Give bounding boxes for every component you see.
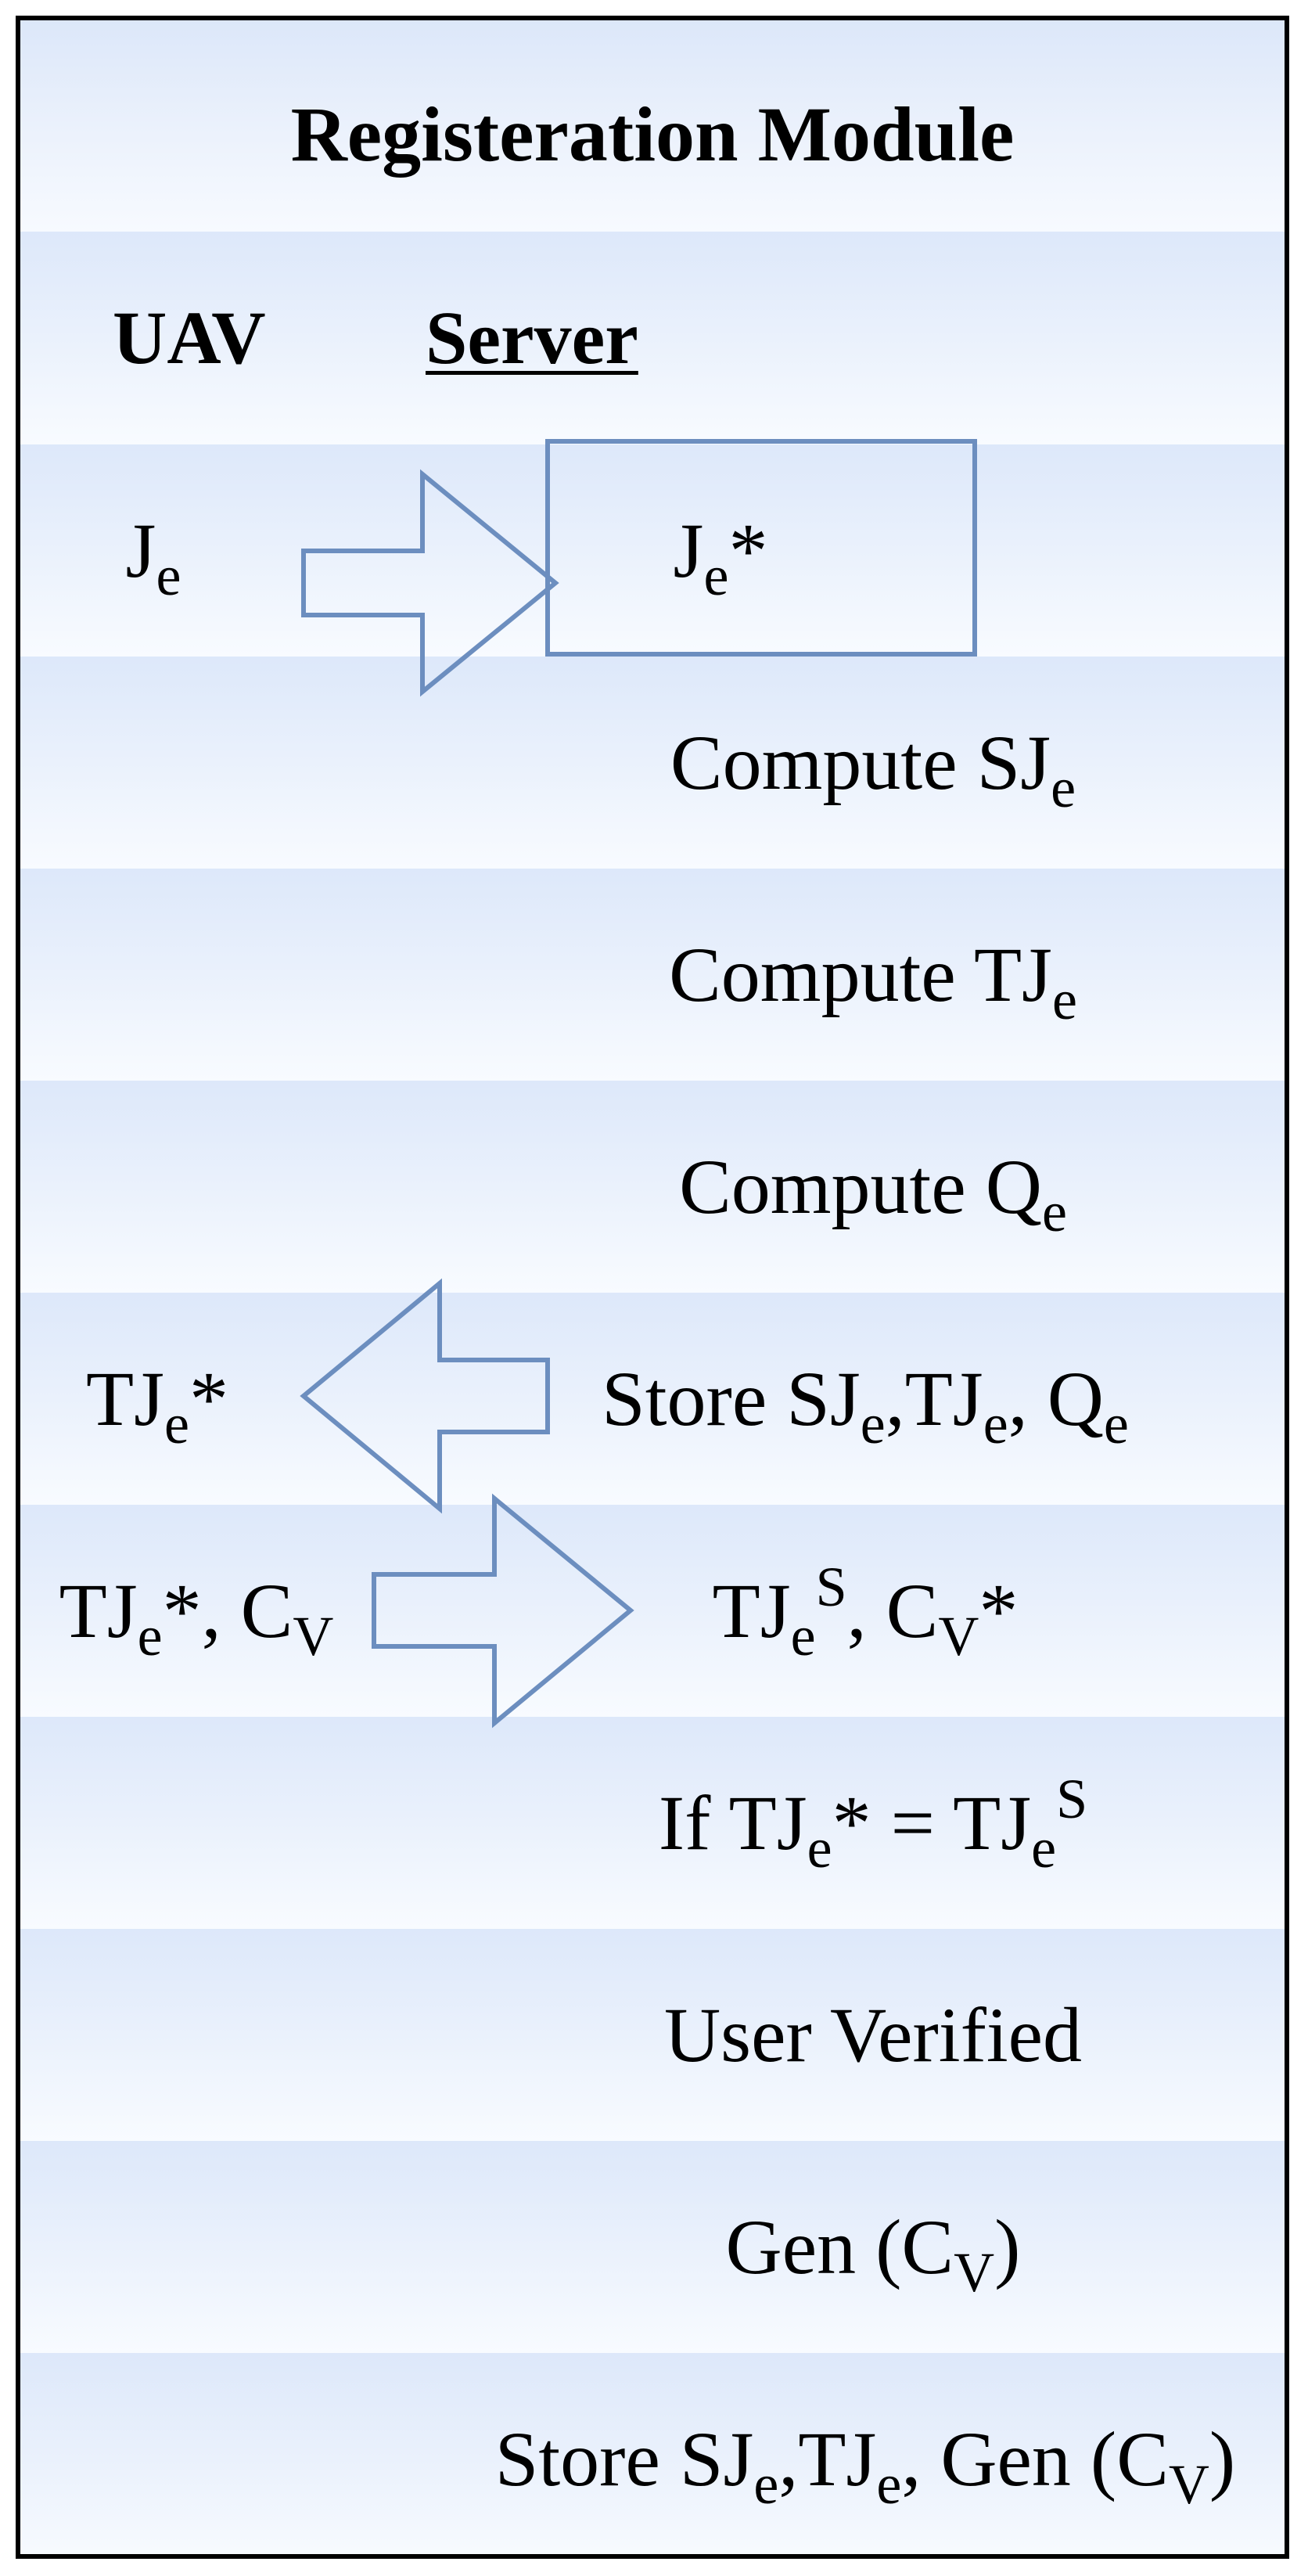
server-step-text-part: , Q (1008, 1355, 1104, 1442)
column-header-server: Server (426, 296, 638, 380)
title-band: Registeration Module (20, 20, 1285, 236)
uav-step-text-part: e (164, 1393, 189, 1456)
server-step-text-part: e (753, 2453, 779, 2517)
uav-step-text-part: * (189, 1355, 228, 1442)
server-step-text-part: e (1103, 1393, 1129, 1456)
server-step-text-part: V (1168, 2453, 1209, 2517)
server-step-text-part: S (1056, 1768, 1088, 1831)
server-step-text-part: ,TJ (885, 1355, 983, 1442)
step-row: Compute SJe (20, 657, 1285, 869)
uav-step-text: TJe* (86, 1360, 228, 1453)
step-row: User Verified (20, 1929, 1285, 2141)
server-step-text: Compute Qe (679, 1148, 1067, 1241)
server-step-text-part: User Verified (663, 1991, 1083, 2078)
step-row: Gen (CV) (20, 2141, 1285, 2353)
uav-step-text-part: e (137, 1605, 163, 1668)
step-row: Compute TJe (20, 869, 1285, 1081)
server-step-text-part: e (876, 2453, 902, 2517)
server-step-text: Store SJe,TJe, Gen (CV) (495, 2420, 1235, 2513)
server-step-text-part: e (983, 1393, 1008, 1456)
server-step-text-part: , C (846, 1567, 939, 1654)
uav-step-text-part: TJ (86, 1355, 165, 1442)
server-step-text-part: Compute TJ (669, 931, 1052, 1018)
uav-step-text: TJe*, CV (59, 1572, 334, 1665)
uav-step-text-part: TJ (59, 1567, 138, 1654)
server-step-text-part: e (860, 1393, 886, 1456)
uav-step-text-part: *, C (162, 1567, 293, 1654)
server-step-text-part: S (815, 1556, 847, 1619)
server-step-text: TJeS, CV* (713, 1559, 1019, 1664)
server-step-text-part: ,TJ (778, 2416, 877, 2502)
server-step-text-part: e (1031, 1817, 1057, 1880)
server-step-text: If TJe* = TJeS (659, 1771, 1087, 1876)
server-step-text: Compute SJe (670, 724, 1076, 817)
server-step-text: User Verified (664, 1996, 1082, 2074)
column-header-band: UAV Server (20, 232, 1285, 446)
uav-step-text-part: e (156, 545, 181, 608)
step-row: TJe*Store SJe,TJe, Qe (20, 1293, 1285, 1505)
step-row: Compute Qe (20, 1081, 1285, 1293)
server-step-text-part: e (790, 1605, 816, 1668)
server-step-text-part: If TJ (658, 1779, 807, 1866)
server-step-text-part: e (1051, 757, 1076, 820)
server-step-text-part: e (1041, 1181, 1067, 1244)
server-step-text-part: Store SJ (602, 1355, 861, 1442)
server-step-text-part: e (1051, 969, 1077, 1032)
step-row: If TJe* = TJeS (20, 1717, 1285, 1929)
server-step-text-part: * = TJ (832, 1779, 1032, 1866)
server-step-text-part: Store SJ (494, 2416, 754, 2502)
server-step-text-part: * (728, 507, 768, 594)
server-step-text-part: V (954, 2241, 995, 2304)
step-row: Store SJe,TJe, Gen (CV) (20, 2353, 1285, 2554)
server-step-text-part: V (938, 1605, 979, 1668)
server-step-text-part: * (979, 1567, 1019, 1654)
server-step-text: Compute TJe (669, 936, 1077, 1029)
server-step-text-part: TJ (712, 1567, 791, 1654)
server-step-text-part: e (703, 545, 729, 608)
server-step-text-part: , Gen (C (901, 2416, 1169, 2502)
server-step-text-part: Compute SJ (670, 719, 1051, 806)
server-step-text-part: ) (1209, 2416, 1236, 2502)
uav-step-text-part: V (293, 1605, 334, 1668)
server-step-text-part: Compute Q (679, 1143, 1042, 1230)
server-step-text: Store SJe,TJe, Qe (602, 1360, 1129, 1453)
uav-step-text: Je (126, 512, 181, 605)
server-step-text-part: e (807, 1817, 832, 1880)
server-step-text: Je* (674, 512, 768, 605)
server-step-text-part: ) (994, 2204, 1021, 2290)
server-step-text-part: J (673, 507, 704, 594)
server-step-text: Gen (CV) (726, 2208, 1021, 2301)
uav-step-text-part: J (125, 507, 156, 594)
server-step-text-part: Gen (C (725, 2204, 954, 2290)
diagram-title: Registeration Module (290, 91, 1015, 178)
column-header-uav: UAV (113, 296, 266, 380)
